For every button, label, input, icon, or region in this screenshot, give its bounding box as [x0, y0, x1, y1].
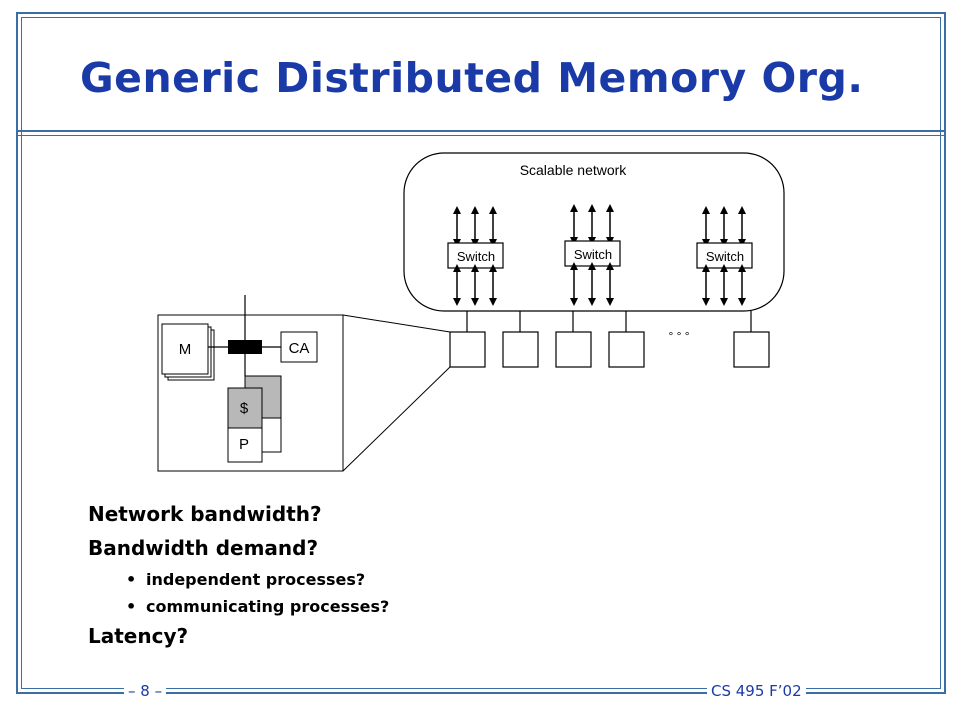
memory-module [161, 323, 209, 375]
switch-3: Switch [696, 206, 753, 306]
zoom-line-top [342, 314, 451, 333]
node-box-2 [502, 331, 539, 368]
bullet-dot: • [126, 597, 137, 616]
bullet-network-bandwidth: Network bandwidth? [88, 502, 322, 526]
sub-bullet-text: communicating processes? [146, 597, 390, 616]
bullet-list: Network bandwidth? Bandwidth demand? • in… [88, 500, 389, 656]
network-nodes: ° ° ° [449, 311, 770, 368]
sub-bullet-communicating: • communicating processes? [88, 595, 389, 622]
node-box-n [733, 331, 770, 368]
slide-border-outer [16, 12, 946, 694]
switch-2-label: Switch [574, 247, 612, 262]
title-divider-thin [16, 135, 944, 136]
sub-bullet-text: independent processes? [146, 570, 366, 589]
node-box-4 [608, 331, 645, 368]
bullet-dot: • [126, 570, 137, 589]
node-box-3 [555, 331, 592, 368]
bullet-latency: Latency? [88, 624, 189, 648]
network-label: Scalable network [520, 162, 628, 178]
slide-title: Generic Distributed Memory Org. [80, 54, 864, 102]
zoom-line-bottom [342, 366, 451, 472]
cache [227, 387, 263, 429]
course-label: CS 495 F’02 [707, 682, 806, 700]
switch-1: Switch [447, 206, 504, 306]
switch-1-label: Switch [457, 249, 495, 264]
processor-label: P [239, 436, 249, 453]
sub-bullet-independent: • independent processes? [88, 568, 389, 595]
title-divider [16, 130, 944, 132]
bus-connector [228, 340, 262, 354]
bullet-bandwidth-demand: Bandwidth demand? [88, 536, 319, 560]
cache-label: $ [240, 400, 249, 417]
slide-number: – 8 – [124, 682, 167, 700]
communication-assist [280, 331, 318, 363]
ca-label: CA [289, 340, 310, 357]
slide-border-inner [21, 17, 941, 689]
switch-3-label: Switch [706, 249, 744, 264]
memory-label: M [179, 341, 192, 358]
node-box-1 [449, 331, 486, 368]
node-ellipsis: ° ° ° [668, 329, 689, 343]
node-detail: M CA $ P [157, 295, 344, 472]
switch-2: Switch [564, 204, 621, 306]
